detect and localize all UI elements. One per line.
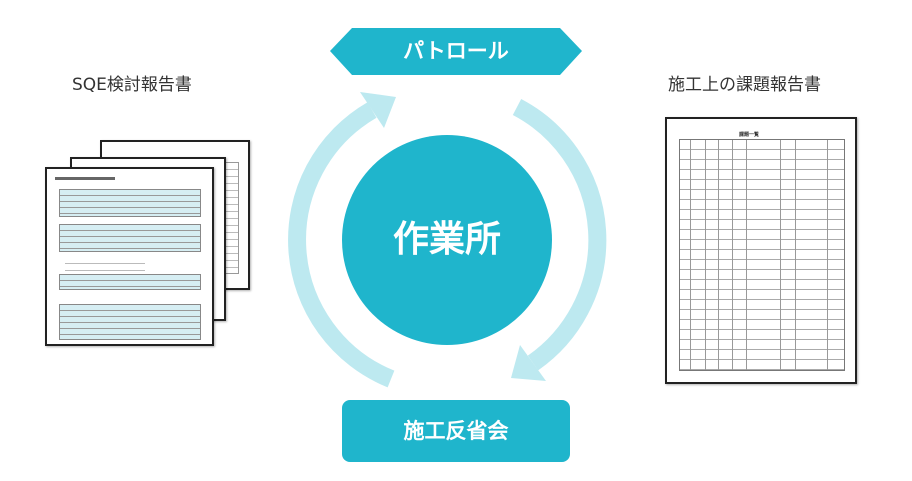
- center-label: 作業所: [392, 219, 501, 260]
- issue-sheet-title: 課題一覧: [738, 132, 759, 138]
- right-cycle-arrow: [512, 99, 607, 371]
- left-arrowhead-icon: [360, 92, 396, 128]
- center-circle: [342, 135, 552, 345]
- issue-report-caption: 施工上の課題報告書: [668, 75, 821, 95]
- construction-review-button[interactable]: 施工反省会: [403, 419, 509, 443]
- left-cycle-arrow: [288, 102, 395, 388]
- issue-report-image: 課題一覧: [665, 117, 857, 384]
- bottom-button-shape: [342, 400, 570, 462]
- top-banner-shape: [330, 28, 582, 75]
- patrol-banner[interactable]: パトロール: [403, 39, 509, 63]
- sqe-report-caption: SQE検討報告書: [72, 75, 192, 95]
- right-arrowhead-icon: [511, 345, 546, 381]
